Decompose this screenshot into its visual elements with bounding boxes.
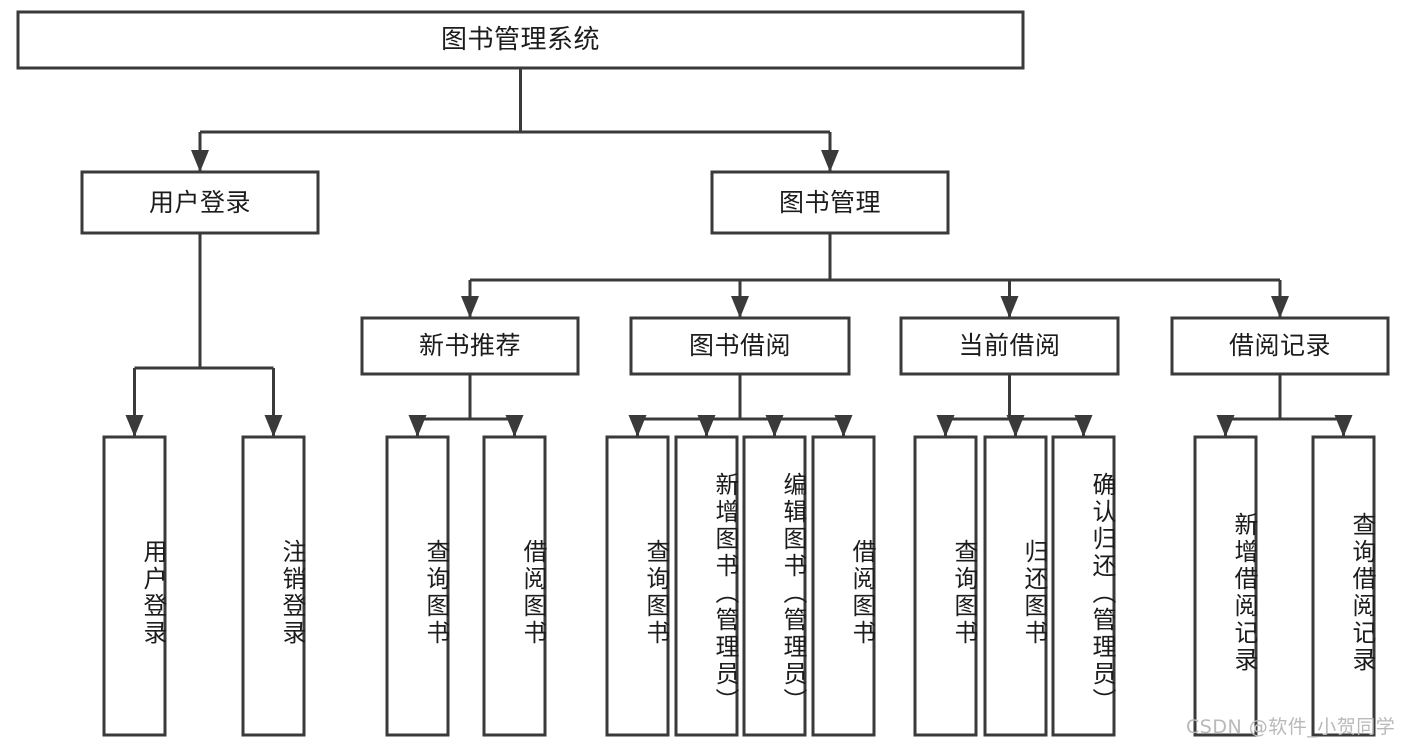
node-new-book-recommend[interactable] <box>362 318 578 374</box>
node-box-book-borrow[interactable] <box>629 316 851 376</box>
node-book-borrow[interactable] <box>631 318 849 374</box>
node-box-borrow-record[interactable] <box>1170 316 1390 376</box>
node-root[interactable] <box>18 12 1023 68</box>
arrow-head-icon <box>628 415 647 437</box>
node-box-leaf-query-book-3[interactable] <box>913 435 978 737</box>
node-box-leaf-add-book[interactable] <box>674 435 739 737</box>
node-box-current-borrow[interactable] <box>899 316 1120 376</box>
arrow-head-icon <box>408 415 427 437</box>
node-box-leaf-query-book-2[interactable] <box>605 435 670 737</box>
node-box-leaf-confirm-return[interactable] <box>1051 435 1116 737</box>
node-leaf-query-record[interactable] <box>1313 437 1374 735</box>
node-leaf-query-book-3[interactable] <box>915 437 976 735</box>
node-box-leaf-query-record[interactable] <box>1311 435 1376 737</box>
arrow-head-icon <box>765 415 784 437</box>
node-box-leaf-add-record[interactable] <box>1193 435 1258 737</box>
arrow-head-icon <box>697 415 716 437</box>
node-box-leaf-borrow-book-1[interactable] <box>482 435 547 737</box>
node-leaf-add-book[interactable] <box>676 437 737 735</box>
node-leaf-query-book-1[interactable] <box>387 437 448 735</box>
node-leaf-return-book[interactable] <box>985 437 1046 735</box>
node-box-root[interactable] <box>16 10 1025 70</box>
node-leaf-confirm-return[interactable] <box>1053 437 1114 735</box>
arrow-head-icon <box>1074 415 1093 437</box>
node-leaf-add-record[interactable] <box>1195 437 1256 735</box>
node-borrow-record[interactable] <box>1172 318 1388 374</box>
node-box-leaf-logout[interactable] <box>241 435 306 737</box>
arrow-head-icon <box>264 415 283 437</box>
node-box-leaf-edit-book[interactable] <box>742 435 807 737</box>
arrow-head-icon <box>1334 415 1353 437</box>
arrow-head-icon <box>1000 296 1019 318</box>
arrow-head-icon <box>936 415 955 437</box>
node-leaf-edit-book[interactable] <box>744 437 805 735</box>
node-book-manage[interactable] <box>712 172 948 233</box>
node-current-borrow[interactable] <box>901 318 1118 374</box>
node-leaf-user-login[interactable] <box>104 437 165 735</box>
arrow-head-icon <box>731 296 749 318</box>
node-leaf-query-book-2[interactable] <box>607 437 668 735</box>
node-leaf-logout[interactable] <box>243 437 304 735</box>
node-user-login[interactable] <box>82 172 318 233</box>
arrow-head-icon <box>834 415 853 437</box>
arrow-head-icon <box>1006 415 1025 437</box>
node-box-leaf-user-login[interactable] <box>102 435 167 737</box>
arrow-head-icon <box>461 296 479 318</box>
node-box-user-login[interactable] <box>80 170 320 235</box>
arrow-head-icon <box>1216 415 1235 437</box>
node-leaf-borrow-book-2[interactable] <box>813 437 874 735</box>
connector-layer <box>125 68 1353 437</box>
arrow-head-icon <box>821 150 839 172</box>
node-box-leaf-query-book-1[interactable] <box>385 435 450 737</box>
node-box-leaf-borrow-book-2[interactable] <box>811 435 876 737</box>
node-box-book-manage[interactable] <box>710 170 950 235</box>
arrow-head-icon <box>191 150 209 172</box>
arrow-head-icon <box>125 415 144 437</box>
node-leaf-borrow-book-1[interactable] <box>484 437 545 735</box>
arrow-head-icon <box>1271 296 1289 318</box>
node-box-leaf-return-book[interactable] <box>983 435 1048 737</box>
node-box-layer <box>16 10 1390 737</box>
node-box-new-book-recommend[interactable] <box>360 316 580 376</box>
arrow-head-icon <box>505 415 524 437</box>
